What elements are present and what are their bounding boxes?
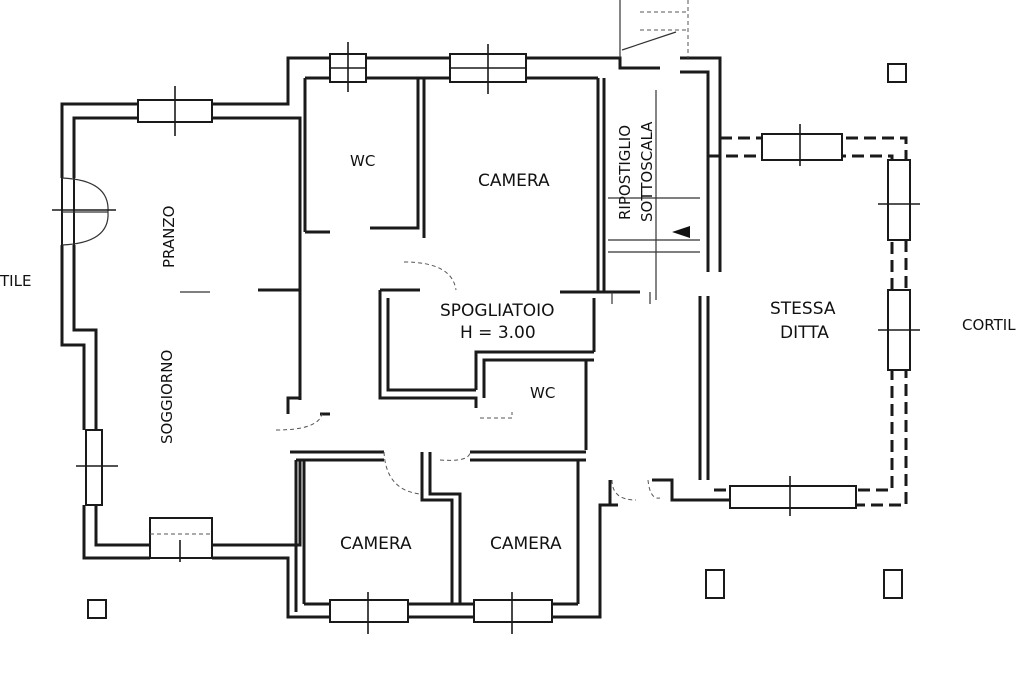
room-label-soggiorno: SOGGIORNO	[158, 350, 176, 444]
room-label-spogliatoio: SPOGLIATOIO	[440, 301, 555, 321]
room-label-ditta: DITTA	[780, 323, 829, 343]
outside-label-right: CORTIL	[962, 316, 1016, 334]
door-soggiorno-bottom	[149, 517, 213, 559]
stair-walls	[604, 0, 730, 507]
pillar-top-right	[887, 63, 907, 83]
room-label-wc-middle: WC	[530, 384, 555, 402]
pillar-bottom-mid	[705, 569, 725, 599]
window-adjacent-right-1	[887, 159, 911, 241]
window-soggiorno	[85, 429, 103, 506]
window-camera-bottom-right	[473, 599, 553, 623]
room-label-pranzo: PRANZO	[160, 206, 178, 268]
pillar-bottom-left	[87, 599, 107, 619]
room-label-ripostiglio: RIPOSTIGLIO	[616, 125, 634, 220]
room-label-wc-top: WC	[350, 152, 375, 170]
window-adjacent-top	[761, 133, 843, 161]
central-walls	[258, 56, 660, 619]
window-adjacent-bottom	[729, 485, 857, 509]
pillars	[87, 63, 907, 619]
room-label-camera-top: CAMERA	[478, 171, 550, 191]
room-label-camera-bottom-right: CAMERA	[490, 534, 562, 554]
room-label-camera-bottom-left: CAMERA	[340, 534, 412, 554]
room-label-stessa: STESSA	[770, 299, 836, 319]
windows	[76, 42, 920, 634]
window-camera-bottom-left	[329, 599, 409, 623]
stair-arrow-icon	[672, 226, 690, 238]
doors	[52, 177, 661, 501]
room-label-sottoscala: SOTTOSCALA	[638, 121, 656, 222]
adjacent-unit-walls	[708, 136, 908, 507]
room-height-spogliatoio: H = 3.00	[460, 323, 536, 343]
outside-label-left: TILE	[0, 272, 31, 290]
pillar-bottom-right	[883, 569, 903, 599]
